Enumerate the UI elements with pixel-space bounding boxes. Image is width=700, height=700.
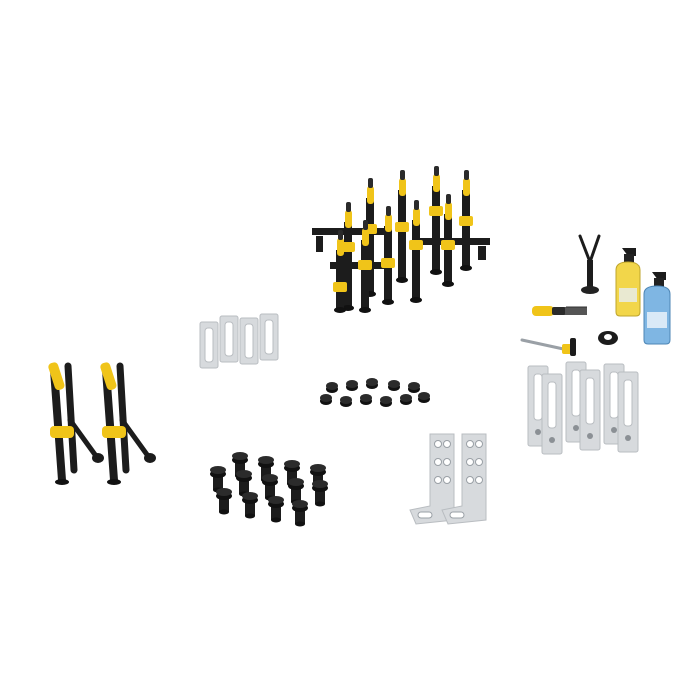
screw-clamp-icon — [381, 206, 395, 305]
l-angle-brackets — [409, 433, 487, 525]
vertical-screw-clamps — [312, 166, 490, 313]
angle-bracket-icon — [441, 433, 487, 525]
slotted-bracket-icon — [199, 321, 219, 369]
spray-bottle-blue-icon — [643, 272, 671, 345]
flat-bolt-icon — [366, 378, 378, 389]
screw-clamp-icon — [459, 170, 473, 271]
screw-clamp-icon — [341, 202, 355, 311]
cleaning-accessories — [520, 234, 671, 356]
clamping-bolts — [210, 452, 328, 527]
angle-clamps — [48, 362, 156, 485]
key-tool-icon — [520, 338, 576, 356]
flat-bolts — [320, 378, 430, 407]
flat-bolt-icon — [326, 382, 338, 393]
angle-clamp-icon — [100, 362, 156, 485]
forked-holder-icon — [578, 234, 601, 294]
tall-aluminum-brackets — [527, 361, 639, 455]
angle-clamp-icon — [48, 362, 104, 485]
slotted-bracket-icon — [239, 317, 259, 365]
screw-clamp-icon — [429, 166, 443, 275]
clamping-bolt-icon — [242, 492, 258, 519]
clamping-bolt-icon — [258, 456, 274, 483]
ring-nut-icon — [598, 331, 618, 345]
screw-clamp-icon — [409, 200, 423, 303]
flat-bolt-icon — [408, 382, 420, 393]
screw-clamp-icon — [333, 230, 347, 313]
flat-bolt-icon — [400, 394, 412, 405]
slotted-bracket-icon — [617, 371, 639, 453]
slotted-bracket-icon — [541, 373, 563, 455]
angle-bracket-icon — [409, 433, 455, 525]
flat-bolt-icon — [360, 394, 372, 405]
flat-bolt-icon — [380, 396, 392, 407]
clamping-bolt-icon — [288, 478, 304, 505]
clamping-bolt-icon — [292, 500, 308, 527]
flat-bolt-icon — [418, 392, 430, 403]
flat-bolt-icon — [346, 380, 358, 391]
screw-clamp-icon — [441, 194, 455, 287]
slotted-bracket-icon — [579, 369, 601, 451]
clamping-bolt-icon — [236, 470, 252, 497]
clamping-bolt-icon — [216, 488, 232, 515]
spray-bottle-yellow-icon — [615, 248, 641, 317]
small-aluminum-brackets — [199, 313, 279, 369]
flat-bolt-icon — [320, 394, 332, 405]
slotted-bracket-icon — [259, 313, 279, 361]
flat-bolt-icon — [388, 380, 400, 391]
slotted-bracket-icon — [219, 315, 239, 363]
screw-clamp-icon — [358, 220, 372, 313]
clamping-bolt-icon — [312, 480, 328, 507]
brush-icon — [532, 306, 587, 316]
clamping-bolt-icon — [268, 496, 284, 523]
clamping-bolt-icon — [210, 466, 226, 493]
screw-clamp-icon — [395, 170, 409, 283]
flat-bolt-icon — [340, 396, 352, 407]
